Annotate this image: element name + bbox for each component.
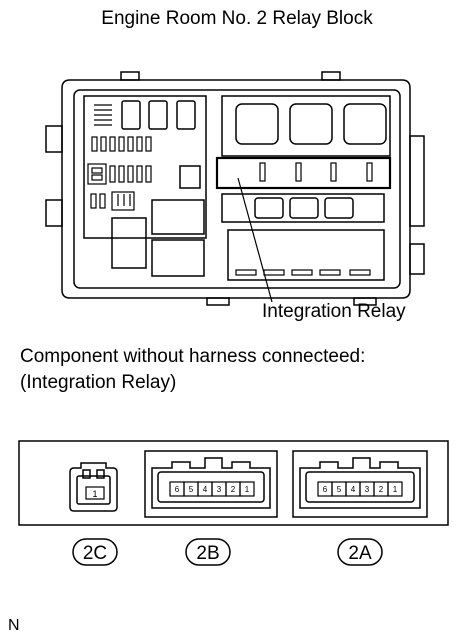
- connector-2c: 1: [69, 462, 118, 512]
- relay-block-inner-frame: [73, 89, 401, 289]
- connector-label-2c-text: 2C: [83, 543, 107, 564]
- connector-panel: 1 6 5 4 3 2 1: [18, 440, 449, 526]
- housing-tab: [321, 71, 341, 81]
- connector-2a-pin: 6: [323, 485, 328, 494]
- relay-block-housing: [61, 79, 411, 299]
- medium-relay: [151, 199, 205, 235]
- component-heading-line1: Component without harness connecteed:: [20, 346, 366, 367]
- connector-2b-pin: 2: [231, 485, 236, 494]
- connector-2b: 6 5 4 3 2 1: [144, 450, 278, 518]
- connector-2a-pin: 5: [337, 485, 342, 494]
- housing-tab: [45, 199, 63, 227]
- housing-tab: [206, 297, 230, 306]
- housing-tab: [409, 243, 425, 275]
- connector-2a-pin: 2: [379, 485, 384, 494]
- large-relay: [289, 103, 333, 145]
- connector-2b-pin: 5: [189, 485, 194, 494]
- connector-2b-pin: 4: [203, 485, 208, 494]
- callout-leader-line: [237, 177, 273, 303]
- small-relay: [179, 165, 201, 189]
- mini-relay: [324, 197, 354, 219]
- fuse-section: [83, 95, 207, 239]
- fuse-section-lower: [111, 217, 147, 269]
- figure-code: N: [8, 617, 20, 634]
- component-heading-line2: (Integration Relay): [20, 372, 177, 393]
- connector-label-2c: 2C: [72, 538, 118, 566]
- vent-grille: [94, 104, 112, 126]
- fuse-row: [87, 163, 152, 185]
- connector-2c-pin-1: 1: [92, 489, 97, 499]
- mini-relay: [289, 197, 319, 219]
- connector-2a-pin: 1: [393, 485, 398, 494]
- integration-relay-location: [215, 156, 392, 190]
- relay-block: [45, 71, 425, 306]
- integration-relay-callout: Integration Relay: [262, 301, 406, 322]
- connector-2b-pin: 1: [245, 485, 250, 494]
- connector-2a: 6 5 4 3 2 1: [292, 450, 428, 518]
- lower-fuse-box: [227, 229, 385, 281]
- housing-tab: [353, 297, 377, 306]
- connector-2b-pin: 3: [217, 485, 222, 494]
- connector-label-2b-text: 2B: [196, 543, 219, 564]
- fuse-row: [90, 191, 135, 211]
- connector-panel-frame: [18, 440, 449, 526]
- connector-label-2a: 2A: [337, 538, 383, 566]
- large-relay-frame: [221, 95, 391, 157]
- connector-label-2b: 2B: [185, 538, 231, 566]
- small-relay: [148, 100, 168, 130]
- small-relay: [121, 100, 141, 130]
- connector-label-2a-text: 2A: [348, 543, 372, 564]
- large-relay: [343, 103, 387, 145]
- connector-2a-pin: 4: [351, 485, 356, 494]
- diagram-title: Engine Room No. 2 Relay Block: [101, 8, 373, 29]
- large-relay: [235, 103, 279, 145]
- housing-tab: [45, 125, 63, 153]
- medium-relay: [151, 239, 205, 277]
- mini-relay: [254, 197, 284, 219]
- housing-tab: [120, 71, 140, 81]
- lower-fuse-row: [235, 269, 371, 276]
- connector-2b-pin: 6: [175, 485, 180, 494]
- fuse-row: [91, 136, 152, 152]
- connector-2a-pin: 3: [365, 485, 370, 494]
- relay-row-frame: [221, 193, 385, 223]
- small-relay: [176, 100, 196, 130]
- housing-tab: [409, 135, 425, 227]
- integration-relay-terminals: [259, 162, 373, 182]
